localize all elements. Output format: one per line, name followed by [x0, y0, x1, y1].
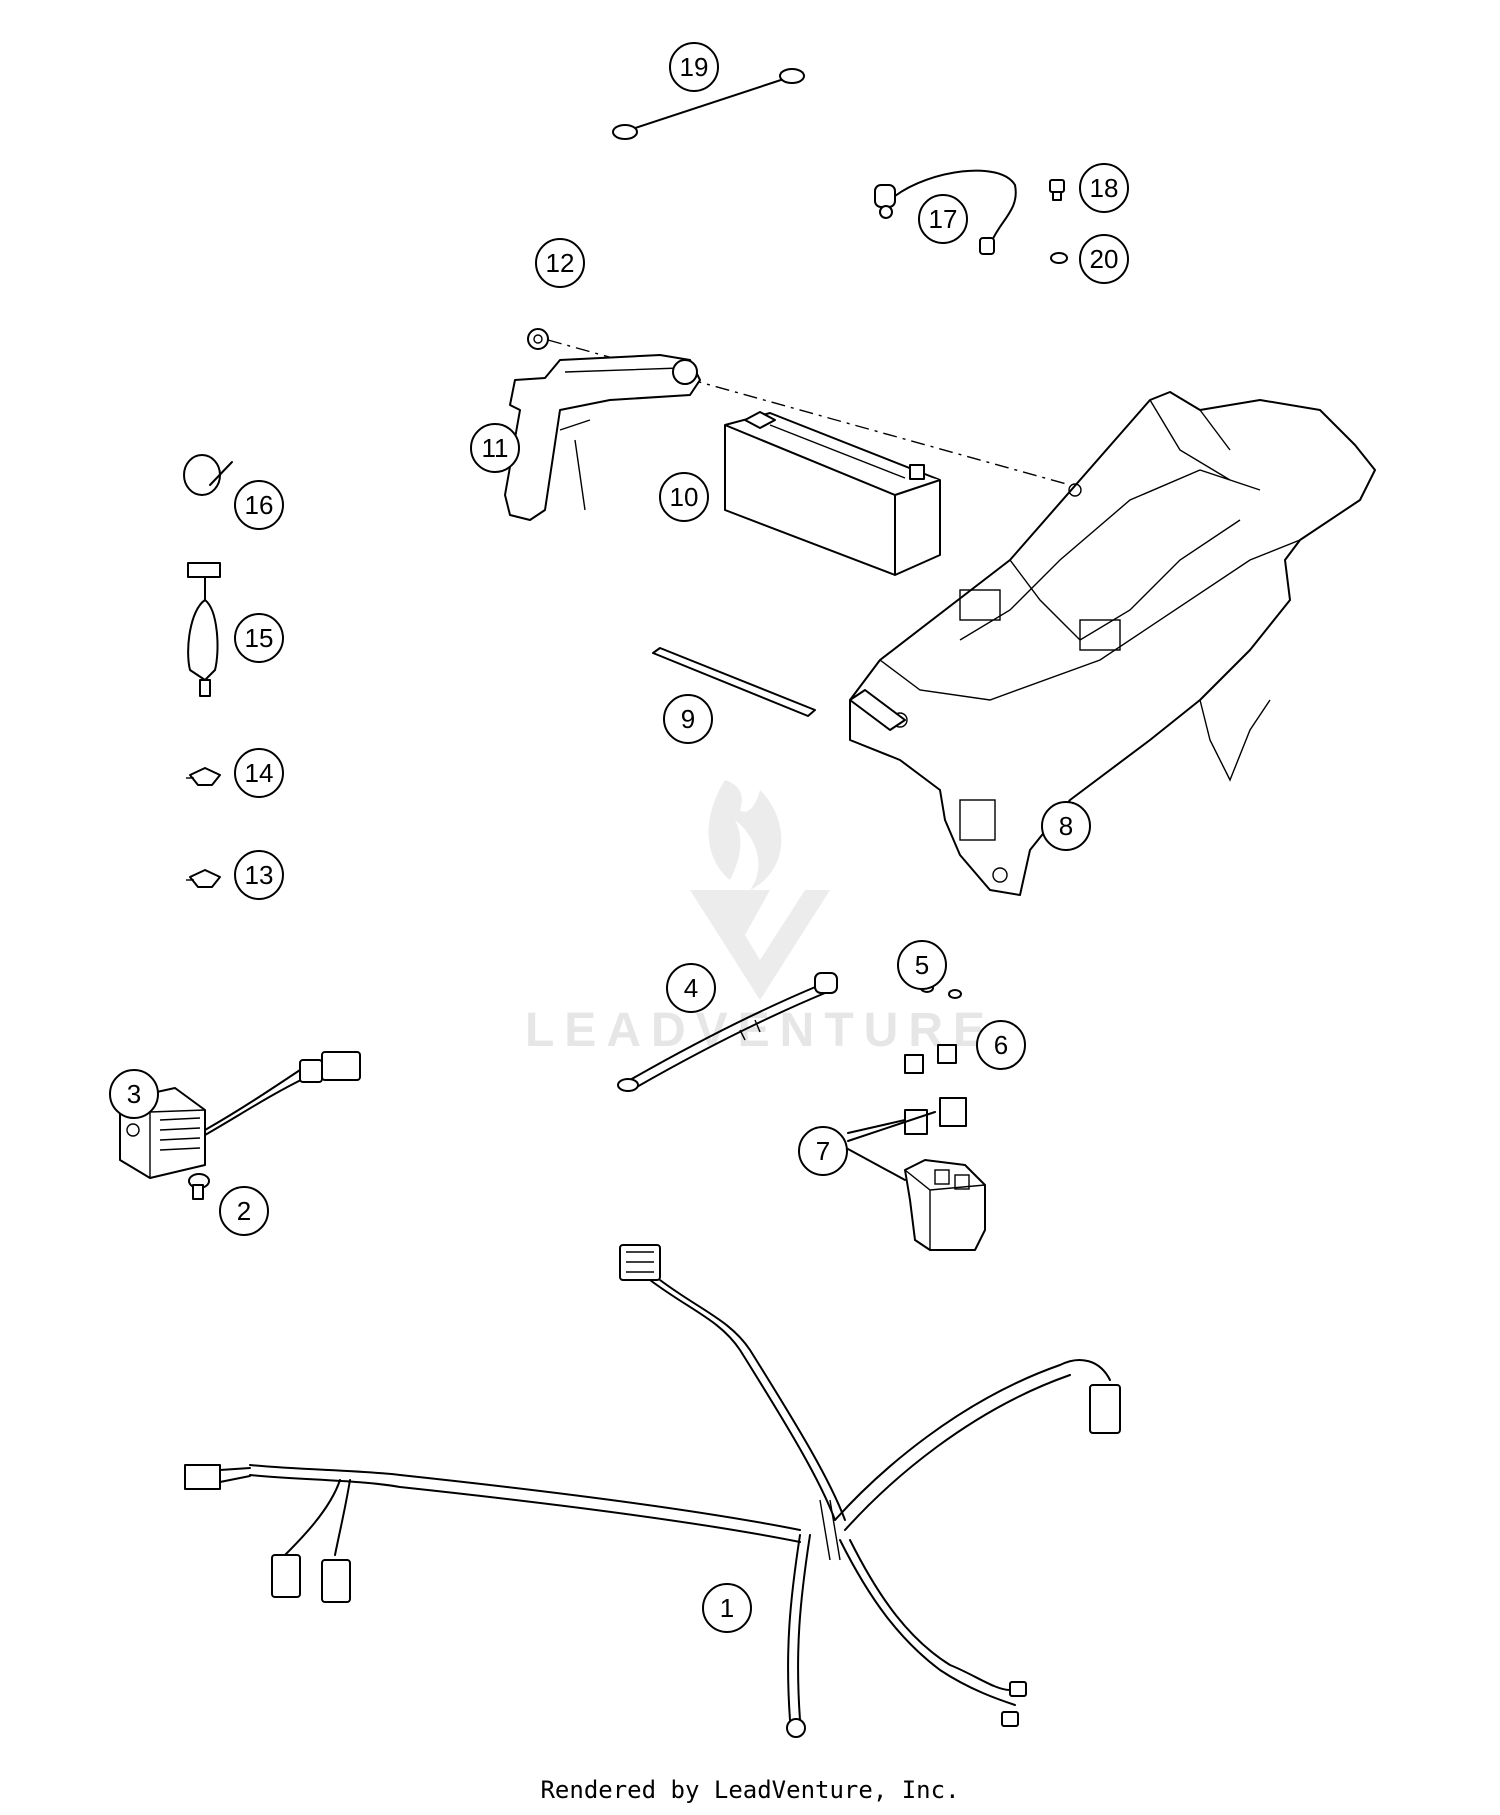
- callout-19-label: 19: [680, 52, 709, 82]
- callout-18-label: 18: [1090, 173, 1119, 203]
- footer-credit: Rendered by LeadVenture, Inc.: [540, 1776, 960, 1804]
- part-18-screw: [1049, 179, 1065, 201]
- part-17-cable: [874, 169, 1017, 255]
- part-4-cable: [617, 972, 838, 1092]
- callout-16-label: 16: [245, 490, 274, 520]
- callout-15: 15: [234, 613, 284, 663]
- part-8-battery-box: [849, 391, 1376, 896]
- callout-15-label: 15: [245, 623, 274, 653]
- part-13-clip: [186, 869, 221, 888]
- callout-4: 4: [666, 963, 716, 1013]
- callout-10-label: 10: [670, 482, 699, 512]
- callout-1-label: 1: [720, 1593, 734, 1623]
- callout-2: 2: [219, 1186, 269, 1236]
- part-1-wiring-harness: [184, 1244, 1121, 1738]
- callout-20: 20: [1079, 234, 1129, 284]
- part-14-clip: [186, 767, 221, 786]
- callout-13-label: 13: [245, 860, 274, 890]
- callout-14: 14: [234, 748, 284, 798]
- callout-9-label: 9: [681, 704, 695, 734]
- callout-19: 19: [669, 42, 719, 92]
- callout-6: 6: [976, 1020, 1026, 1070]
- callout-20-label: 20: [1090, 244, 1119, 274]
- callout-10: 10: [659, 472, 709, 522]
- part-10-battery: [724, 411, 941, 576]
- part-6-fuses: [904, 1044, 957, 1074]
- callout-14-label: 14: [245, 758, 274, 788]
- callout-3-label: 3: [127, 1079, 141, 1109]
- part-20-nut: [1050, 252, 1068, 264]
- callout-5-label: 5: [915, 950, 929, 980]
- part-19-cable: [612, 68, 805, 140]
- callout-2-label: 2: [237, 1196, 251, 1226]
- callout-11-label: 11: [482, 433, 509, 463]
- callout-8-label: 8: [1059, 811, 1073, 841]
- callout-7-label: 7: [816, 1136, 830, 1166]
- callout-3: 3: [109, 1069, 159, 1119]
- callout-13: 13: [234, 850, 284, 900]
- watermark-text: LEADVENTURE: [525, 1004, 995, 1057]
- callout-4-label: 4: [684, 973, 698, 1003]
- part-3-voltage-regulator: [119, 1051, 361, 1179]
- callout-7: 7: [798, 1126, 848, 1176]
- callout-17-label: 17: [929, 204, 958, 234]
- callout-6-label: 6: [994, 1030, 1008, 1060]
- callout-1: 1: [702, 1583, 752, 1633]
- watermark: LEADVENTURE: [525, 780, 995, 1057]
- callout-16: 16: [234, 480, 284, 530]
- callout-8: 8: [1041, 801, 1091, 851]
- part-16-cable-tie: [183, 454, 233, 496]
- callout-9: 9: [663, 694, 713, 744]
- part-15-cable-tie-pin: [187, 562, 221, 697]
- callout-11: 11: [470, 423, 520, 473]
- callout-5: 5: [897, 940, 947, 990]
- callout-18: 18: [1079, 163, 1129, 213]
- callout-17: 17: [918, 194, 968, 244]
- callout-12: 12: [535, 238, 585, 288]
- callout-12-label: 12: [546, 248, 575, 278]
- part-9-pad: [652, 647, 816, 717]
- part-7-starter-relay: [847, 1097, 986, 1251]
- part-2-bolt: [188, 1173, 210, 1200]
